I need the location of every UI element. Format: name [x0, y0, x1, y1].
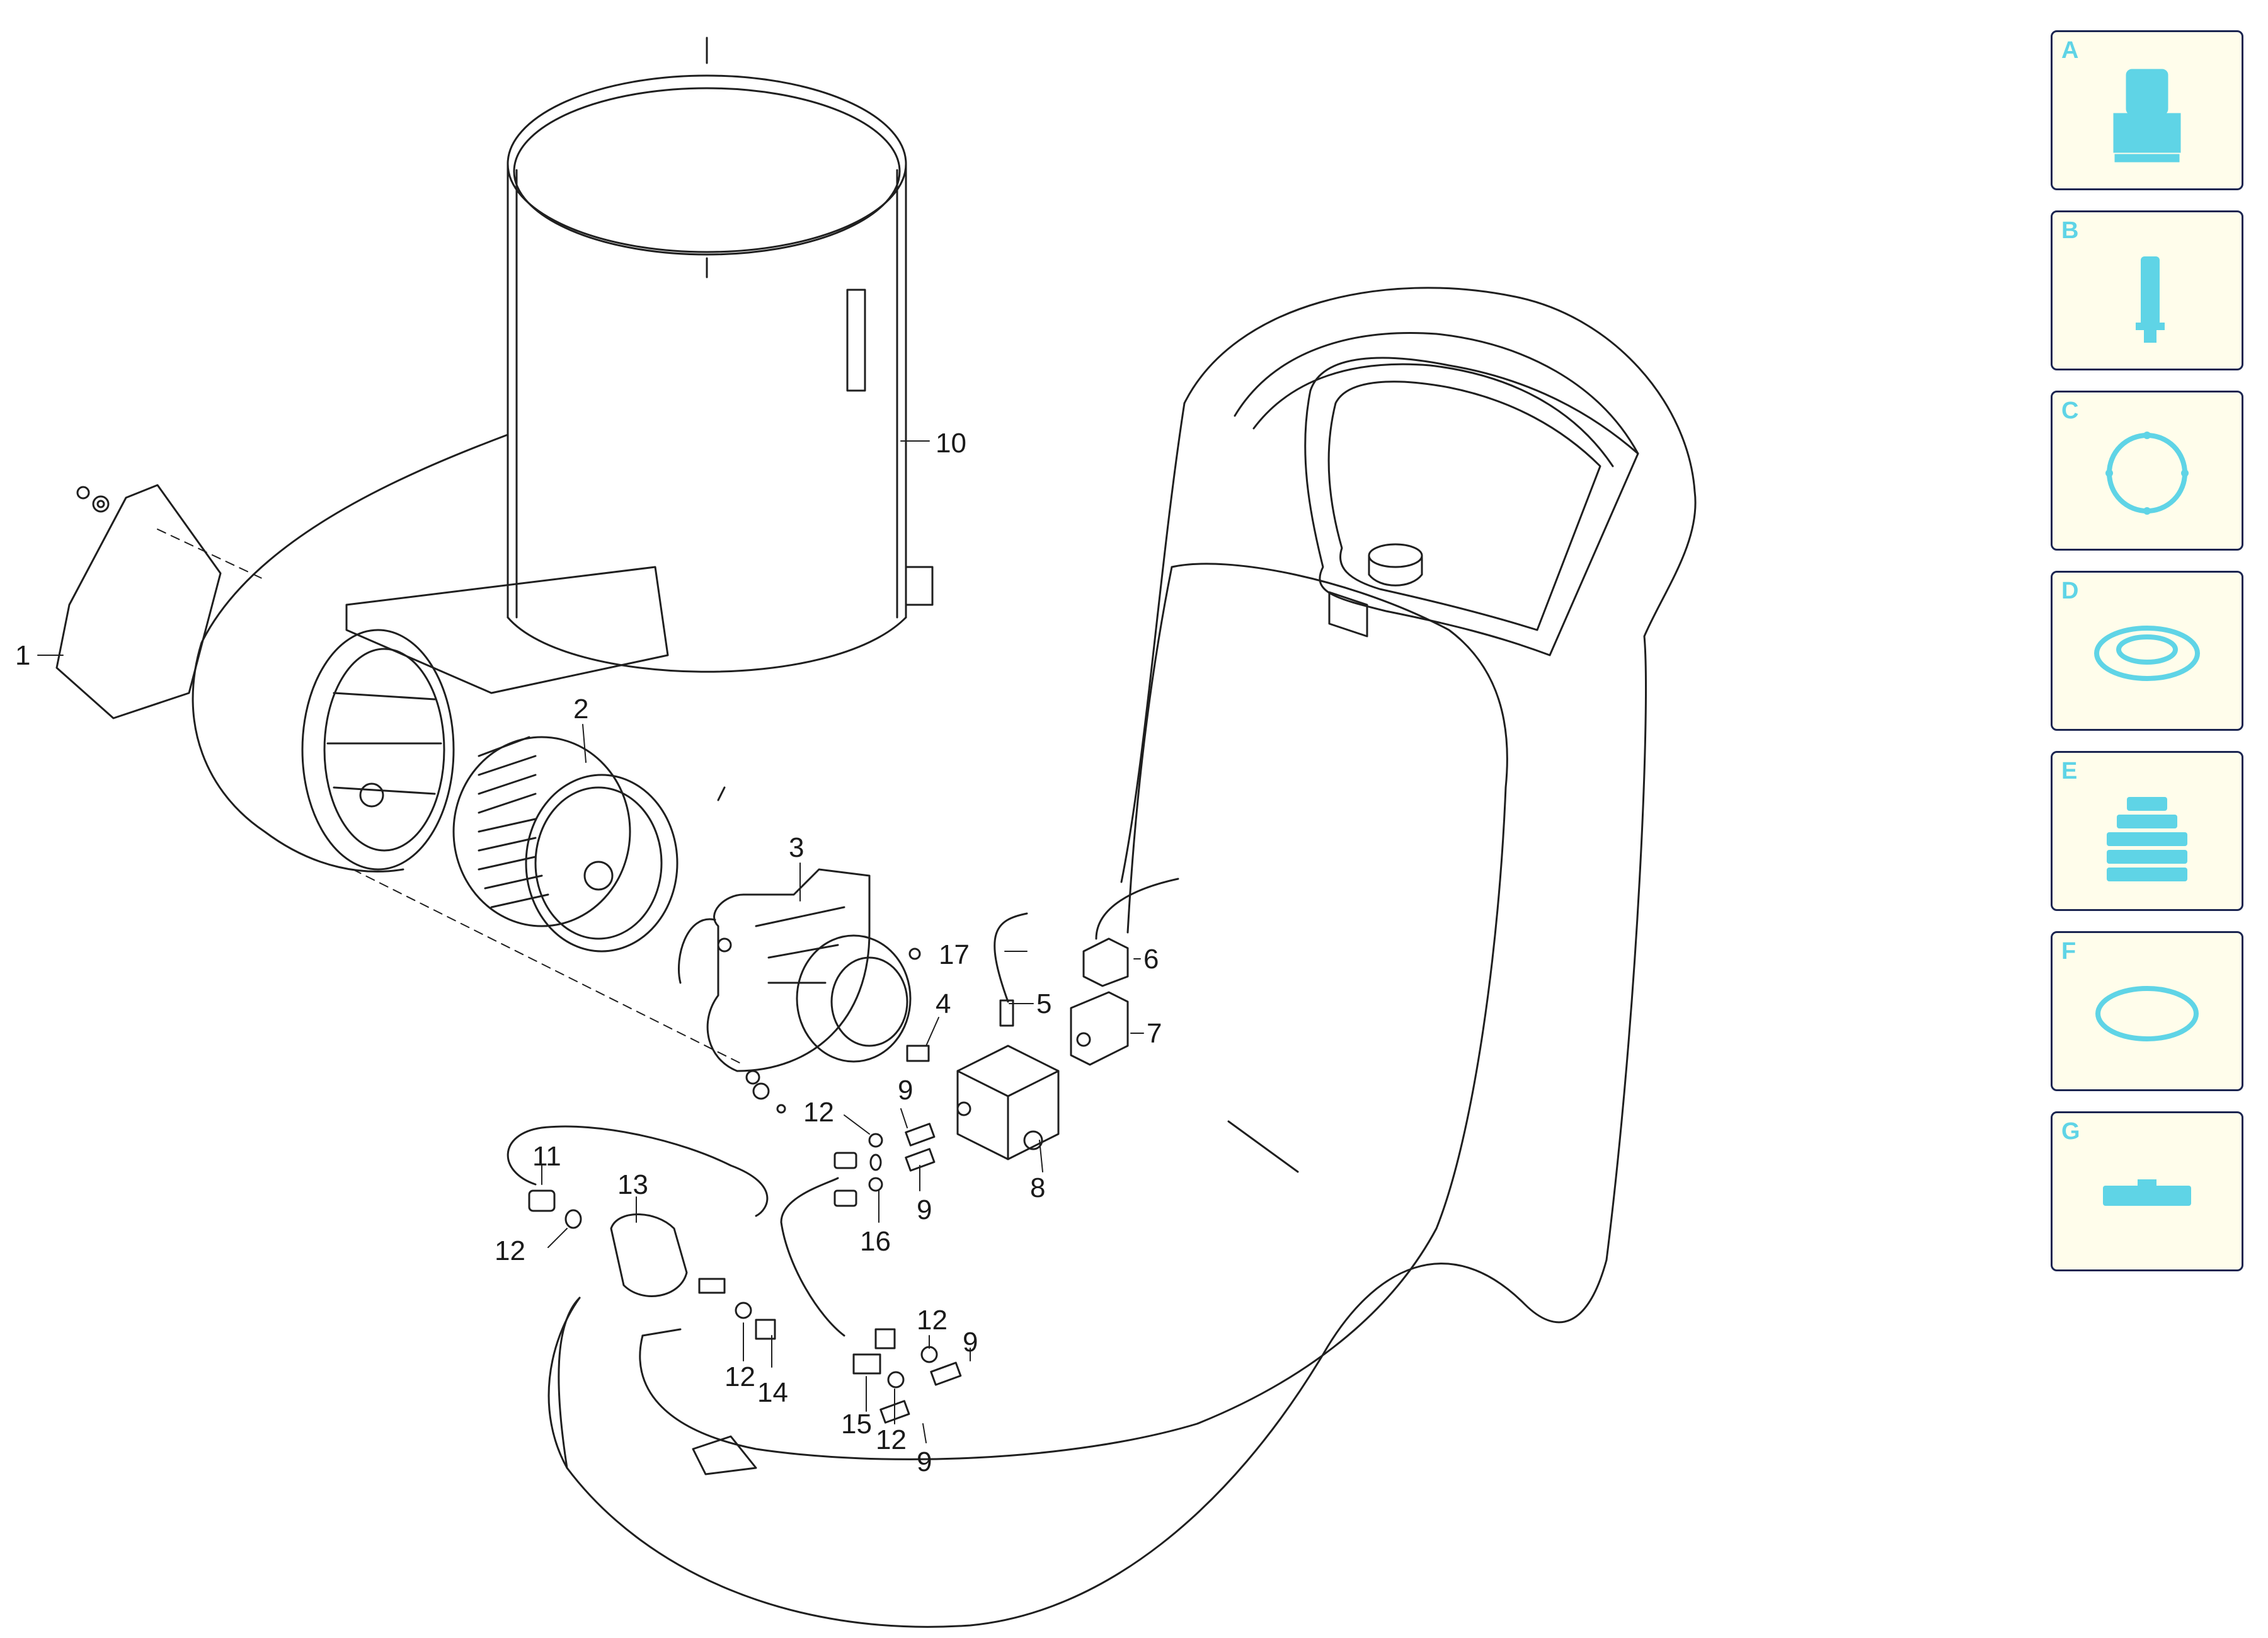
nozzle-icon	[2113, 69, 2181, 163]
callout-9c[interactable]: 9	[963, 1327, 978, 1358]
callout-12e[interactable]: 12	[876, 1424, 907, 1455]
callout-9a[interactable]: 9	[898, 1075, 913, 1106]
o-ring-icon	[2095, 986, 2199, 1041]
bellows-icon	[2107, 797, 2187, 881]
plate-icon	[2103, 1179, 2191, 1206]
legend-item-d[interactable]: D	[2051, 571, 2243, 731]
legend-item-c[interactable]: C	[2051, 391, 2243, 551]
callout-12b[interactable]: 12	[495, 1235, 525, 1266]
small-fittings	[752, 912, 1028, 1207]
callout-labels: 1 10 2 3 17 6 5 4 7 9 12 8 9 16 11 13 12…	[15, 428, 1162, 1477]
fuse-icon	[2136, 256, 2165, 343]
legend-item-f[interactable]: F	[2051, 931, 2243, 1091]
callout-13[interactable]: 13	[617, 1169, 648, 1200]
callout-1[interactable]: 1	[15, 640, 30, 671]
part-2-fan-impeller	[452, 736, 726, 953]
callout-12d[interactable]: 12	[724, 1361, 755, 1392]
legend-letter: C	[2061, 398, 2079, 424]
callout-3[interactable]: 3	[789, 832, 804, 863]
callout-11[interactable]: 11	[532, 1141, 561, 1172]
callout-10[interactable]: 10	[936, 428, 966, 459]
fuel-lines-and-filter	[507, 1125, 962, 1424]
fan-housing	[192, 433, 669, 873]
category-legend: A B C D	[2051, 30, 2247, 1292]
callout-9d[interactable]: 9	[917, 1446, 932, 1477]
callout-2[interactable]: 2	[573, 694, 588, 724]
part-7-solenoid	[1070, 991, 1129, 1066]
leader-lines	[37, 440, 1144, 1443]
legend-item-e[interactable]: E	[2051, 751, 2243, 911]
callout-16[interactable]: 16	[860, 1226, 891, 1257]
callout-5[interactable]: 5	[1036, 988, 1051, 1019]
legend-letter: B	[2061, 217, 2079, 244]
part-8-pump	[956, 1045, 1060, 1160]
legend-item-g[interactable]: G	[2051, 1111, 2243, 1271]
legend-item-b[interactable]: B	[2051, 210, 2243, 370]
callout-12a[interactable]: 12	[803, 1097, 834, 1128]
seal-icon	[2094, 626, 2200, 681]
callout-15[interactable]: 15	[841, 1409, 872, 1440]
callout-12c[interactable]: 12	[917, 1305, 948, 1336]
part-1-cover-plate	[55, 484, 222, 719]
callout-9b[interactable]: 9	[917, 1194, 932, 1225]
callout-8[interactable]: 8	[1030, 1172, 1045, 1203]
part-6-plug	[1082, 878, 1179, 987]
callout-17[interactable]: 17	[939, 939, 970, 970]
burner-cylinder	[507, 37, 934, 673]
callout-14[interactable]: 14	[757, 1377, 788, 1408]
legend-item-a[interactable]: A	[2051, 30, 2243, 190]
part-3-motor	[677, 868, 912, 1085]
callout-7[interactable]: 7	[1147, 1018, 1162, 1049]
callout-6[interactable]: 6	[1143, 944, 1159, 975]
legend-letter: G	[2061, 1118, 2080, 1145]
tank-body	[547, 287, 1697, 1628]
ring-icon	[2105, 432, 2189, 515]
callout-4[interactable]: 4	[936, 988, 951, 1019]
alignment-lines	[157, 529, 744, 1065]
legend-letter: E	[2061, 758, 2078, 784]
legend-letter: D	[2061, 578, 2079, 604]
legend-letter: A	[2061, 37, 2079, 64]
legend-letter: F	[2061, 938, 2076, 965]
